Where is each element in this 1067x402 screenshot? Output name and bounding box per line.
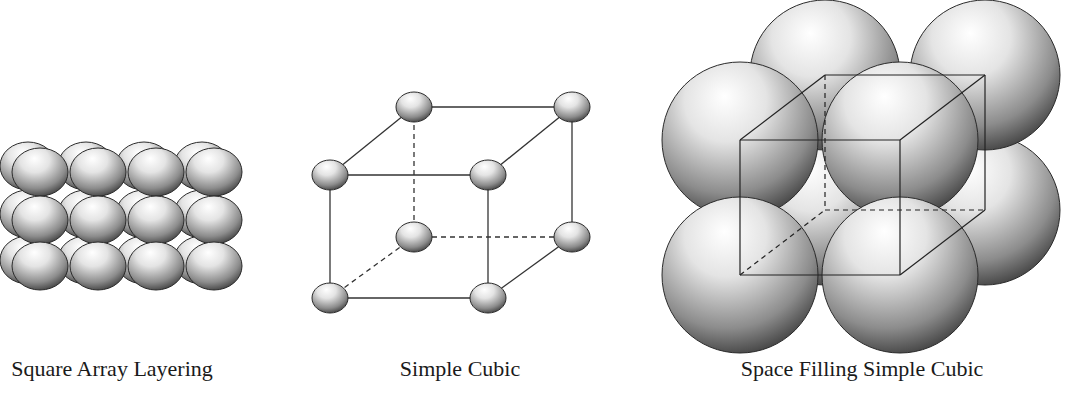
caption: Simple Cubic xyxy=(400,356,520,382)
hidden-edge xyxy=(824,75,825,210)
large-atoms xyxy=(662,0,1060,353)
sphere xyxy=(12,196,68,244)
sphere xyxy=(396,222,432,252)
sphere xyxy=(554,92,590,122)
edge xyxy=(740,274,900,275)
edge xyxy=(330,297,488,298)
sphere xyxy=(70,148,126,196)
sphere xyxy=(312,160,348,190)
sphere xyxy=(186,196,242,244)
sphere xyxy=(12,148,68,196)
hidden-edge xyxy=(414,236,572,237)
hidden-edge xyxy=(740,210,825,275)
simple-cubic xyxy=(312,92,590,313)
sphere xyxy=(186,148,242,196)
sphere xyxy=(70,196,126,244)
edge xyxy=(329,175,330,298)
sphere xyxy=(470,160,506,190)
corner-atoms xyxy=(312,92,590,313)
edge xyxy=(571,107,572,237)
edge xyxy=(900,210,985,275)
edge xyxy=(330,174,488,175)
sphere xyxy=(186,242,242,290)
sphere xyxy=(70,242,126,290)
front-layer xyxy=(12,148,242,290)
edge xyxy=(740,139,900,140)
caption: Space Filling Simple Cubic xyxy=(741,356,984,382)
sphere xyxy=(128,148,184,196)
sphere xyxy=(470,283,506,313)
space-filling-cubic xyxy=(662,0,1060,353)
edge xyxy=(900,75,985,140)
caption: Square Array Layering xyxy=(11,356,213,382)
sphere xyxy=(312,283,348,313)
edge xyxy=(984,75,985,210)
hidden-edge xyxy=(825,209,985,210)
sphere xyxy=(12,242,68,290)
edge xyxy=(899,140,900,275)
square-array xyxy=(0,142,242,290)
sphere xyxy=(128,242,184,290)
edge xyxy=(825,74,985,75)
edge xyxy=(739,140,740,275)
sphere xyxy=(128,196,184,244)
sphere xyxy=(554,222,590,252)
hidden-edge xyxy=(413,107,414,237)
edge xyxy=(414,106,572,107)
cube-edges xyxy=(740,75,985,275)
edge xyxy=(740,75,825,140)
sphere xyxy=(396,92,432,122)
cube-edges xyxy=(330,107,572,298)
